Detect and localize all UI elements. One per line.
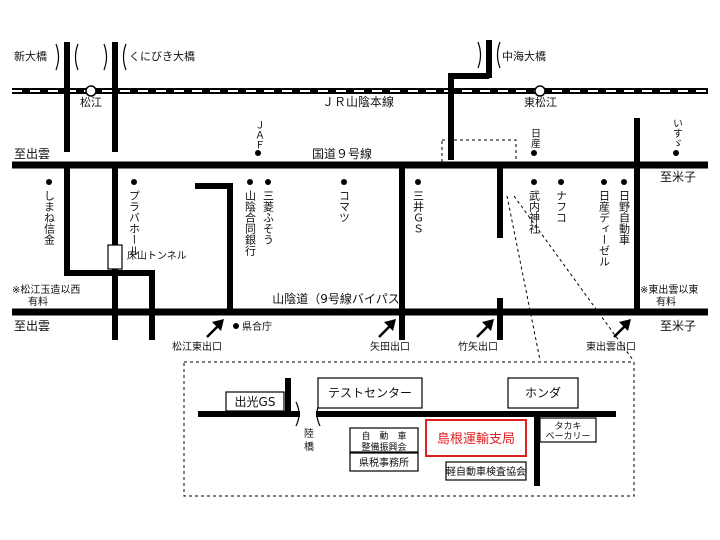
plaba-hall-dot — [131, 179, 137, 185]
jaf-dot — [255, 150, 261, 156]
hino-jidosha-label: 日野自動車 — [618, 190, 631, 246]
bypass-note-right-1: ※東出雲以東 — [640, 283, 698, 296]
takeuchi-jinja-dot — [531, 179, 537, 185]
bypass-note-left-2: 有料 — [28, 295, 48, 308]
komatsu-dot — [341, 179, 347, 185]
mitsui-gs-dot — [415, 179, 421, 185]
callout-line-right — [513, 195, 634, 361]
nakaumi-ohashi-label: 中海大橋 — [502, 49, 546, 63]
exit-yada-label: 矢田出口 — [370, 340, 410, 353]
nissan-dot — [531, 150, 537, 156]
exit-matsue-higashi-label: 松江東出口 — [172, 340, 222, 353]
isuzu-dot — [673, 150, 679, 156]
bypass-note-right-2: 有料 — [656, 295, 676, 308]
bypass-note-left-1: ※松江玉造以西 — [12, 283, 80, 296]
bypass-to-yonago: 至米子 — [660, 319, 696, 333]
takeuchi-jinja-label: 武内神社 — [528, 190, 541, 235]
route9-to-yonago: 至米子 — [660, 170, 696, 184]
kenzei-box — [349, 452, 419, 472]
mitsubishi-fuso-label: 三菱ふそう — [262, 190, 275, 245]
station-higashi-matsue-marker — [534, 85, 546, 97]
idemitsu-gs-label: 出光GS — [235, 395, 276, 409]
idemitsu-gs-box — [225, 391, 285, 412]
seibi-box — [349, 427, 419, 453]
exit-arrow-higashi-izumo — [613, 319, 631, 338]
nakaumi-ohashi-bridge — [448, 40, 501, 160]
station-matsue-label: 松江 — [80, 95, 102, 109]
kunibiki-ohashi-bridge — [103, 42, 127, 152]
shimane-office-box — [425, 419, 527, 457]
test-center-label: テストセンター — [328, 386, 412, 400]
takaki-label-1: タカキ — [554, 421, 581, 432]
inset-frame — [183, 361, 635, 497]
shin-ohashi-label: 新大橋 — [14, 49, 47, 63]
kenzei-label: 県税事務所 — [359, 456, 409, 469]
hino-jidosha-dot — [621, 179, 627, 185]
shimane-shinkin-dot — [46, 179, 52, 185]
honda-box — [507, 377, 579, 409]
station-matsue-marker — [85, 85, 97, 97]
riku-bridge-label-1: 陸 — [304, 427, 314, 440]
takaki-label-2: ベーカリー — [545, 431, 590, 442]
ken-godosha-label: 県合庁 — [242, 320, 272, 333]
honda-label: ホンダ — [525, 385, 561, 400]
test-center-box — [317, 377, 423, 409]
riku-bridge-label-2: 橋 — [304, 440, 314, 453]
callout-line-left — [506, 195, 541, 361]
exit-arrow-yada — [378, 319, 396, 338]
jaf-label: ＪＡＦ — [253, 120, 264, 150]
shimane-office-label: 島根運輸支局 — [437, 432, 515, 447]
exit-arrow-takeya — [476, 319, 494, 338]
seibi-label-2: 整備振興会 — [361, 441, 406, 453]
tokoyama-tunnel-label: 床山トンネル — [127, 249, 187, 262]
nissan-diesel-label: 日産ディーゼル — [598, 190, 611, 267]
station-higashi-matsue-label: 東松江 — [524, 95, 557, 109]
route9-name: 国道９号線 — [312, 146, 372, 161]
inset-map: 陸 橋 出光GS テストセンター ホンダ 自 動 車 整備振興会 県税事務所 島… — [183, 361, 635, 497]
exit-takeya-label: 竹矢出口 — [458, 340, 498, 353]
keijidosha-box — [445, 461, 527, 481]
plaba-hall-label: プラバホール — [128, 190, 141, 256]
sanin-godo-bank-label: 山陰合同銀行 — [244, 190, 257, 257]
mitsui-gs-label: 三井ＧＳ — [412, 190, 425, 234]
nissan-label: 日産 — [529, 128, 541, 149]
mitsubishi-fuso-dot — [265, 179, 271, 185]
seibi-label-1: 自 動 車 — [361, 430, 406, 442]
shin-ohashi-bridge — [55, 42, 79, 152]
tokoyama-tunnel-marker — [107, 244, 123, 270]
railway-name: ＪＲ山陰本線 — [322, 94, 394, 109]
route9-to-izumo: 至出雲 — [14, 147, 50, 161]
bypass-name: 山陰道（9号線バイパス） — [272, 291, 411, 306]
sanin-godo-bank-dot — [247, 179, 253, 185]
nissan-diesel-dot — [601, 179, 607, 185]
exit-arrow-matsue-higashi — [206, 319, 224, 338]
nafuko-label: ナフコ — [555, 190, 568, 223]
detail-area-marker — [441, 139, 517, 165]
keijidosha-label: 軽自動車検査協会 — [446, 465, 526, 478]
exit-higashi-izumo-label: 東出雲出口 — [586, 340, 636, 353]
shimane-shinkin-label: しまね信金 — [43, 190, 56, 245]
ken-godosha-dot — [233, 323, 239, 329]
takaki-bakery-box — [539, 417, 597, 443]
nafuko-dot — [558, 179, 564, 185]
kunibiki-ohashi-label: くにびき大橋 — [129, 49, 195, 63]
bypass-to-izumo: 至出雲 — [14, 319, 50, 333]
komatsu-label: コマツ — [338, 190, 351, 223]
isuzu-label: いすゞ — [671, 118, 683, 148]
